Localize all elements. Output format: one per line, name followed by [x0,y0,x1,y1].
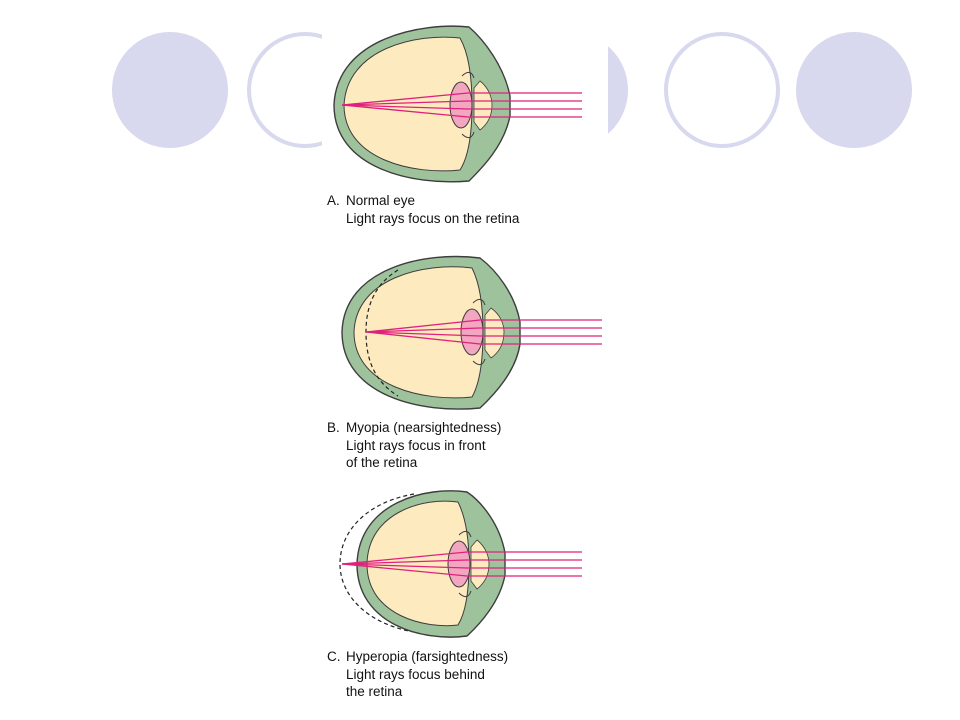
eye-b-light-rays [365,319,602,345]
caption-c-line-3: the retina [346,684,403,699]
caption-c-line-2: Light rays focus behind [346,666,485,682]
caption-b-line-2: Light rays focus in front [346,437,486,453]
eye-diagram-normal [333,25,582,183]
caption-b-line-3: of the retina [346,455,418,470]
eye-a-vitreous [343,36,473,172]
decor-circle-filled-3 [796,32,912,148]
eye-c-light-rays [341,551,582,577]
decor-circle-outline-2 [664,32,780,148]
caption-b-letter: B. [327,420,340,435]
eye-c-group [339,490,582,638]
decor-circle-filled-1 [112,32,228,148]
eye-a-group [333,25,582,183]
eye-b-vitreous [353,266,484,399]
eye-b-group [341,255,602,410]
eye-a-ciliary [461,71,475,139]
caption-a-letter: A. [327,193,340,208]
caption-c-letter: C. [327,649,341,664]
eye-a-light-rays [341,92,582,118]
eye-b-ciliary [472,298,486,366]
eye-c-ciliary [458,530,472,598]
eye-diagram-hyperopia [339,490,582,638]
eye-diagram-myopia [341,255,602,410]
caption-c-line-1: Hyperopia (farsightedness) [346,649,509,664]
eye-c-lens [447,540,471,588]
caption-a-line-2: Light rays focus on the retina [346,210,520,226]
eye-a-lens [449,81,473,129]
eye-c-normal-eye-dashed [339,493,415,633]
eye-b-lens [460,308,484,356]
caption-b-line-1: Myopia (nearsightedness) [346,420,502,435]
caption-a-line-1: Normal eye [346,193,416,208]
